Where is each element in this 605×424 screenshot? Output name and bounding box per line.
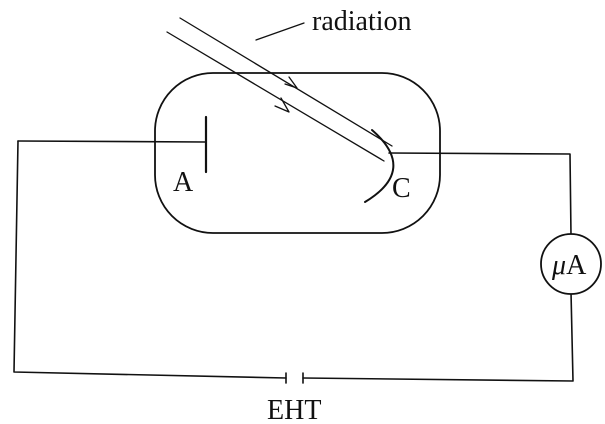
cathode-plate [364,129,395,203]
radiation-ray-lower [166,31,385,162]
meter-label: μA [551,250,587,281]
radiation-label: radiation [312,6,412,37]
meter-label-unit: A [566,250,587,281]
radiation-beam [166,17,393,162]
radiation-leader-line [255,22,305,41]
right-lower-wire [302,291,574,382]
anode-lead-wire [17,140,206,143]
eht-supply [285,372,304,384]
anode-label: A [173,167,194,198]
ray-arrow-head-lower [274,97,290,113]
left-wire [13,140,287,379]
ray-arrow-head-upper [284,76,298,89]
circuit-wires [13,140,574,382]
microammeter [540,233,602,295]
vacuum-tube [154,72,441,234]
cathode-lead-wire [388,152,572,237]
cathode-label: C [392,173,411,204]
radiation-ray-upper [179,17,393,147]
meter-label-prefix: μ [551,250,566,281]
eht-label: EHT [267,395,321,424]
